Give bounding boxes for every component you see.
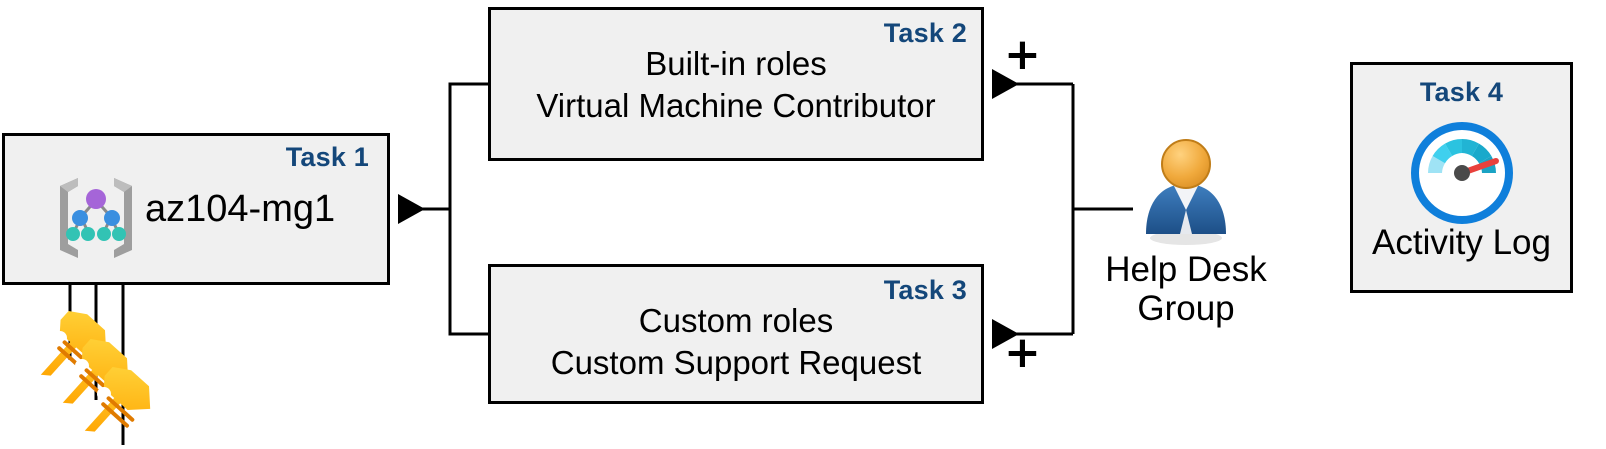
connector-tasks-to-task1: [398, 82, 488, 336]
management-group-icon: [60, 178, 132, 258]
task-3-box[interactable]: Task 3 Custom roles Custom Support Reque…: [488, 264, 984, 404]
user-group-icon: [1146, 139, 1226, 245]
plus-icon-top: +: [1004, 29, 1041, 80]
task-2-tag: Task 2: [883, 18, 967, 48]
task-3-line-1: Custom roles: [638, 302, 834, 339]
help-desk-group-label: Help Desk Group: [1066, 250, 1306, 328]
task-2-line-1: Built-in roles: [645, 45, 827, 82]
task-2-line-2: Virtual Machine Contributor: [536, 87, 936, 124]
task-1-tag: Task 1: [285, 142, 369, 172]
task-1-box[interactable]: Task 1 az104-mg1: [2, 133, 390, 285]
help-desk-group-label-line1: Help Desk: [1105, 250, 1267, 289]
task-4-tag: Task 4: [1419, 77, 1504, 107]
task-2-box[interactable]: Task 2 Built-in roles Virtual Machine Co…: [488, 7, 984, 161]
task-3-tag: Task 3: [883, 275, 967, 305]
task-1-label: az104-mg1: [145, 188, 336, 230]
activity-log-gauge-icon: [1410, 122, 1513, 224]
keys-icon: [40, 310, 151, 432]
task-3-line-2: Custom Support Request: [550, 344, 922, 381]
help-desk-group-label-line2: Group: [1137, 289, 1235, 329]
task-4-box[interactable]: Task 4 Activity Log: [1350, 62, 1573, 293]
task-4-label: Activity Log: [1372, 223, 1551, 262]
connector-group-to-tasks: [992, 69, 1133, 349]
plus-icon-bottom: +: [1004, 327, 1041, 378]
